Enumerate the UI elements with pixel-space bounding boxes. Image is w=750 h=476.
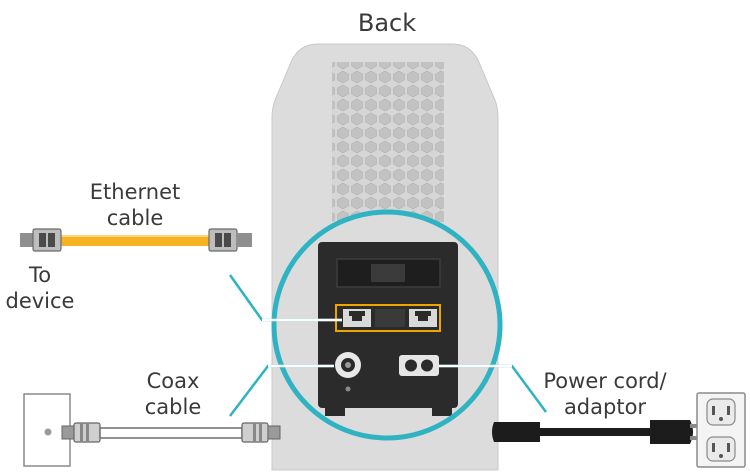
magnifier-ring xyxy=(271,209,503,441)
device-label-line2: device xyxy=(5,289,75,313)
to-device-label: To device xyxy=(0,262,80,314)
power-label-line2: adaptor xyxy=(563,395,647,419)
ethernet-label-line2: cable xyxy=(106,206,164,230)
leader-lines xyxy=(228,274,548,417)
power-cord-label: Power cord/ adaptor xyxy=(530,368,680,420)
ethernet-ports-highlight xyxy=(335,304,441,332)
ethernet-cable-label: Ethernet cable xyxy=(70,179,200,231)
ethernet-connector-left xyxy=(20,228,62,252)
vent-grille xyxy=(332,62,444,222)
power-connector xyxy=(492,422,540,442)
power-label-line1: Power cord/ xyxy=(543,369,667,393)
coax-cable-label: Coax cable xyxy=(118,368,228,420)
coax-label-line2: cable xyxy=(144,395,202,419)
power-port xyxy=(399,355,439,376)
wall-outlet xyxy=(696,392,746,468)
ethernet-connector-right xyxy=(208,228,252,252)
ethernet-cable xyxy=(20,228,252,252)
coax-cable xyxy=(23,393,281,467)
diagram-title: Back xyxy=(357,9,417,37)
power-cord xyxy=(492,392,746,468)
ethernet-port-right xyxy=(409,309,437,327)
ethernet-port-left xyxy=(343,309,371,327)
coax-label-line1: Coax xyxy=(146,369,200,393)
magnified-back-panel xyxy=(271,209,503,441)
power-plug xyxy=(650,420,693,444)
coax-port xyxy=(335,352,361,392)
device-label-line1: To xyxy=(28,263,52,287)
ethernet-label-line1: Ethernet xyxy=(89,180,181,204)
